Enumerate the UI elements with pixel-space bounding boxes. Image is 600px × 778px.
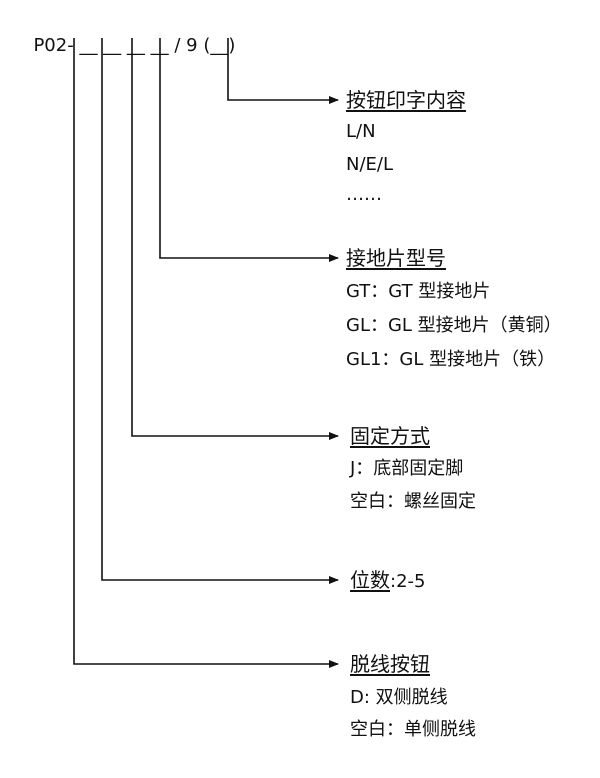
connector-mounting-method [131,38,339,440]
option-ellipsis: …… [346,184,382,205]
positions-row: 位数:2-5 [350,567,425,595]
connector-grounding-tab [159,38,339,262]
model-code-slots: __ __ __ __ [79,35,169,56]
option-l-n: L/N [346,121,376,142]
model-code-prefix: P02- [33,35,74,56]
heading-positions: 位数 [350,568,390,592]
positions-range: :2-5 [390,571,426,592]
model-code-suffix: / 9 (__) [174,35,236,56]
option-blank-single: 空白：单侧脱线 [350,719,476,740]
option-gl1: GL1：GL 型接地片（铁） [346,349,556,370]
option-n-e-l: N/E/L [346,154,393,175]
heading-mounting-method: 固定方式 [350,424,430,448]
option-j: J：底部固定脚 [350,458,464,479]
option-gt: GT：GT 型接地片 [346,281,491,302]
heading-release-button: 脱线按钮 [350,652,430,676]
option-blank-screw: 空白：螺丝固定 [350,491,476,512]
connector-positions [101,38,339,584]
heading-printed-text: 按钮印字内容 [346,88,466,112]
heading-grounding-tab: 接地片型号 [346,246,446,270]
option-d: D: 双侧脱线 [350,687,448,708]
option-gl: GL：GL 型接地片（黄铜） [346,315,562,336]
connector-printed-text [227,38,339,104]
connector-release-button [73,38,339,668]
model-code: P02- __ __ __ __ / 9 (__) [22,10,235,58]
